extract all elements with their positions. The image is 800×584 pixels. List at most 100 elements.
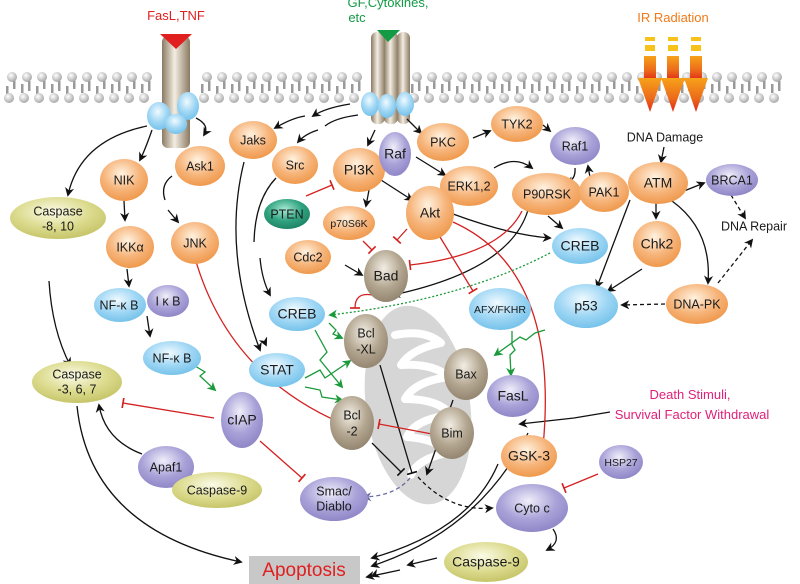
node-p53[interactable]: p53 xyxy=(554,284,618,328)
lipid xyxy=(51,84,54,93)
node-caspase-3-6-7[interactable]: Caspase-3, 6, 7 xyxy=(32,361,122,403)
stimulus-fas-tnf: FasL,TNF xyxy=(147,8,205,23)
lipid xyxy=(208,81,211,91)
lipid xyxy=(577,72,587,82)
lipid xyxy=(622,72,632,82)
lipid xyxy=(502,72,512,82)
node-ikb[interactable]: I κ B xyxy=(147,285,189,317)
lipid xyxy=(591,84,594,93)
node-creb-left[interactable]: CREB xyxy=(269,297,325,331)
node-label: p53 xyxy=(574,298,598,314)
node-pten[interactable]: PTEN xyxy=(264,199,310,229)
node-label: PTEN xyxy=(270,207,303,221)
lipid xyxy=(96,86,99,95)
node-caspase-8-10[interactable]: Caspase-8, 10 xyxy=(10,197,106,239)
node-creb-right[interactable]: CREB xyxy=(552,228,608,264)
node-atm[interactable]: ATM xyxy=(628,162,688,204)
lipid xyxy=(726,86,729,95)
edge-erk-p90rsk xyxy=(493,159,534,170)
node-chk2[interactable]: Chk2 xyxy=(633,221,681,267)
node-bcl-2[interactable]: Bcl-2 xyxy=(330,396,374,450)
lipid xyxy=(559,93,569,103)
node-fasl[interactable]: FasL xyxy=(487,375,539,417)
edge-caspase9-apoptosis-2 xyxy=(365,569,401,580)
node-caspase-9-left[interactable]: Caspase-9 xyxy=(172,472,262,508)
node-hsp27[interactable]: HSP27 xyxy=(599,445,643,479)
lipid xyxy=(441,84,444,93)
node-label: CREB xyxy=(278,306,317,322)
lipid xyxy=(142,72,152,82)
node-bim[interactable]: Bim xyxy=(430,407,474,459)
node-erk12[interactable]: ERK1,2 xyxy=(440,166,498,206)
lipid xyxy=(322,72,332,82)
lipid xyxy=(232,72,242,82)
node-src[interactable]: Src xyxy=(272,146,318,184)
node-label: PKC xyxy=(430,135,456,149)
node-tyk2[interactable]: TYK2 xyxy=(491,106,543,142)
node-nfkb-bottom[interactable]: NF-κ B xyxy=(143,341,201,375)
lipid xyxy=(229,93,239,103)
node-label: Bax xyxy=(455,367,477,381)
lipid xyxy=(34,93,44,103)
lipid xyxy=(553,79,556,89)
node-cdc2[interactable]: Cdc2 xyxy=(285,240,331,274)
node-akt[interactable]: Akt xyxy=(406,186,454,240)
edge-stat-bcl2 xyxy=(304,386,344,404)
lipid xyxy=(546,86,549,95)
node-raf[interactable]: Raf xyxy=(379,132,411,176)
node-ask1[interactable]: Ask1 xyxy=(175,146,225,186)
node-smac-diablo[interactable]: Smac/Diablo xyxy=(300,477,368,521)
node-label: Bad xyxy=(374,268,399,284)
lipid xyxy=(247,72,257,82)
node-bad[interactable]: Bad xyxy=(364,250,408,302)
lipid xyxy=(201,84,204,93)
edge-tyk2-raf1 xyxy=(541,122,552,133)
node-stat[interactable]: STAT xyxy=(249,353,305,387)
node-caspase-9-right[interactable]: Caspase-9 xyxy=(444,542,528,582)
node-p70s6k[interactable]: p70S6K xyxy=(323,206,375,240)
lipid xyxy=(28,81,31,91)
lipid xyxy=(757,72,767,82)
node-gsk3[interactable]: GSK-3 xyxy=(501,435,557,477)
node-label: Akt xyxy=(420,205,440,221)
node-raf1[interactable]: Raf1 xyxy=(550,127,600,165)
node-bcl-xl[interactable]: Bcl-XL xyxy=(344,314,388,368)
edge-afx-bax xyxy=(493,329,546,357)
node-pkc[interactable]: PKC xyxy=(417,123,469,161)
node-label: Smac/ xyxy=(316,484,352,498)
edge-receptor-ask1 xyxy=(195,117,212,137)
node-ikka[interactable]: IKKα xyxy=(106,226,154,268)
lipid xyxy=(769,93,779,103)
node-bax[interactable]: Bax xyxy=(444,348,488,400)
lipid xyxy=(6,86,9,95)
lipid xyxy=(501,84,504,93)
node-brca1[interactable]: BRCA1 xyxy=(706,164,758,196)
lipid xyxy=(291,84,294,93)
node-nik[interactable]: NIK xyxy=(100,159,148,201)
edge-nfkb-ciap xyxy=(194,365,217,392)
lipid xyxy=(49,93,59,103)
edge-pi3k-p70s6k xyxy=(362,189,372,208)
node-apaf1[interactable]: Apaf1 xyxy=(138,446,194,488)
edge-chk2-p53 xyxy=(606,268,643,292)
edge-gf-jaks-1 xyxy=(311,103,351,118)
lipid xyxy=(412,72,422,82)
lipid xyxy=(112,72,122,82)
node-jaks[interactable]: Jaks xyxy=(229,121,277,159)
apoptosis-outcome[interactable]: Apoptosis xyxy=(249,556,360,584)
node-cyto-c[interactable]: Cyto c xyxy=(496,484,568,532)
node-nfkb-top[interactable]: NF-κ B xyxy=(94,288,146,322)
lipid xyxy=(439,93,449,103)
node-pak1[interactable]: PAK1 xyxy=(579,172,629,212)
edge-atm-brca1 xyxy=(683,181,706,192)
lipid xyxy=(514,93,524,103)
node-ciap[interactable]: cIAP xyxy=(221,392,263,448)
node-label: cIAP xyxy=(227,412,257,428)
lipid xyxy=(478,81,481,91)
node-afx-fkhr[interactable]: AFX/FKHR xyxy=(469,288,531,330)
lipid xyxy=(118,81,121,91)
node-p90rsk[interactable]: P90RSK xyxy=(512,173,582,215)
node-pi3k[interactable]: PI3K xyxy=(333,148,385,192)
node-jnk[interactable]: JNK xyxy=(171,222,219,264)
node-dna-pk[interactable]: DNA-PK xyxy=(666,284,728,324)
